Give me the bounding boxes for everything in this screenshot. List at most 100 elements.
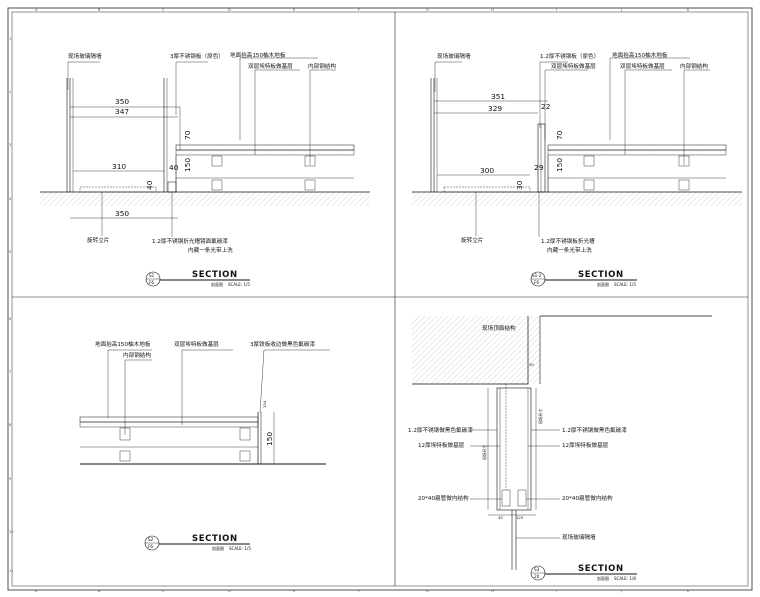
col-letter: A	[35, 8, 38, 12]
section-title: SECTION	[578, 270, 624, 280]
label-strip-note: 1.2厚不锈钢板折光槽	[541, 237, 595, 245]
section-tag-sheet: F6	[148, 544, 153, 549]
leader	[181, 349, 233, 425]
base-board	[79, 421, 259, 428]
label-glass-partition: 现场玻璃隔墙	[562, 533, 596, 541]
base-board	[175, 149, 355, 156]
section-scale: SCALE: 1/5	[228, 282, 250, 287]
label-floor-raise: 地面抬高150柚木地板	[95, 340, 151, 348]
col-letter: A	[35, 589, 38, 593]
col-letter: G	[426, 8, 429, 12]
section-scale: SCALE: 1/8	[614, 576, 636, 581]
dim-350-bottom: 350	[115, 209, 129, 218]
leader	[175, 61, 208, 115]
label-inner-steel: 内部钢结构	[123, 351, 151, 359]
dim-45: 45	[498, 515, 503, 520]
col-letter: I	[556, 8, 557, 12]
leader	[434, 61, 462, 92]
col-letter: F	[358, 8, 360, 12]
ground-hatch	[412, 192, 742, 206]
leader	[239, 57, 318, 140]
dim-70: 70	[183, 130, 192, 140]
row-number: 10	[9, 530, 14, 534]
base-board	[547, 149, 727, 156]
leader	[67, 61, 100, 90]
dim-150: 150	[555, 158, 564, 172]
col-letter: C	[162, 589, 165, 593]
steel-joist	[239, 450, 251, 462]
section-scale: SCALE: 1/5	[229, 546, 251, 551]
label-strip-note-2: 内藏一条光带上洗	[188, 246, 233, 254]
steel-joist	[119, 450, 131, 462]
section-tag-sheet: F6	[534, 280, 539, 285]
row-number: 6	[9, 317, 12, 321]
steel-joist	[211, 155, 223, 167]
label-steel-left: 1.2厚不锈钢做黑色氟碳漆	[408, 426, 473, 434]
row-number: 5	[9, 250, 11, 254]
label-steel-plate: 3厚不锈钢板（原色）	[170, 52, 224, 60]
steel-joist	[211, 179, 223, 191]
col-letter: H	[491, 8, 494, 12]
section-tag-number: S1	[149, 273, 155, 278]
dim-40-b: 40	[145, 180, 154, 190]
col-letter: E	[293, 589, 296, 593]
steel-joist	[304, 179, 316, 191]
row-number: 3	[9, 143, 11, 147]
floor-board	[547, 144, 727, 151]
col-letter: D	[228, 8, 231, 12]
section-tag-sheet: 20	[534, 574, 540, 579]
leader	[624, 69, 672, 155]
steel-tube	[517, 489, 527, 507]
light-slot	[167, 181, 177, 193]
row-number: 9	[9, 477, 12, 481]
col-letter: C	[162, 8, 165, 12]
dim-29: 29	[534, 163, 544, 172]
section-title: SECTION	[192, 270, 238, 280]
leader	[544, 69, 588, 140]
section-s1: 350 347 310 350 40 70 150 40 现场玻璃隔墙 3厚不锈…	[40, 51, 370, 287]
outer-frame	[7, 7, 753, 591]
site-dim-left: 现场尺寸	[482, 445, 487, 460]
light-trough	[443, 186, 531, 193]
row-number: 2	[9, 90, 11, 94]
dim-150: 150	[265, 432, 274, 446]
row-number: 11	[9, 569, 14, 573]
steel-column	[537, 123, 546, 193]
label-floor-raise: 地面抬高150柚木地板	[612, 51, 668, 59]
leader	[309, 69, 336, 165]
col-letter: J	[620, 8, 622, 12]
label-strip-note: 1.2厚不锈钢折光槽镜面氟碳漆	[152, 237, 228, 245]
label-tube-left: 20*40扁管做内结构	[418, 494, 469, 502]
inner-frame	[11, 11, 749, 587]
section-scale: SCALE: 1/5	[614, 282, 636, 287]
label-steel-right: 1.2厚不锈钢做黑色氟碳漆	[562, 426, 627, 434]
ground-hatch	[40, 192, 370, 206]
label-glass-partition: 现场玻璃隔墙	[68, 52, 102, 60]
ceiling-box	[496, 387, 532, 511]
label-rotating-fin: 旋转立片	[461, 236, 484, 244]
label-board-right: 12厚埃特板做基层	[562, 441, 609, 449]
label-rotating-fin: 旋转立片	[87, 236, 110, 244]
grid-ticks: A B C D E F G H I J K A B C D E F G H I …	[9, 8, 690, 593]
label-floor-raise: 地面抬高150柚木地板	[230, 51, 286, 59]
ceiling-outline	[412, 316, 529, 385]
label-inner-steel: 内部钢结构	[308, 62, 336, 70]
steel-joist	[678, 179, 690, 191]
label-inner-steel: 内部钢结构	[680, 62, 708, 70]
label-edge-trim: 3厚铁板收边做黑色氟碳漆	[250, 340, 315, 348]
label-double-base: 双层埃特板做基层	[248, 62, 293, 70]
steel-joist	[583, 155, 595, 167]
dim-351: 351	[491, 92, 505, 101]
col-letter: B	[98, 589, 101, 593]
leader	[259, 349, 330, 414]
section-tag-number: S1-2	[532, 273, 542, 278]
light-trough	[79, 186, 157, 193]
label-ceiling: 现场顶面结构	[482, 324, 516, 332]
section-tag-number: S3	[534, 567, 540, 572]
label-double-base: 双层埃特板做基层	[174, 340, 219, 348]
floor-board	[175, 144, 355, 151]
section-subtitle: 剖面图	[597, 281, 609, 287]
section-s1-2: 351 329 22 300 29 70 150 30 现场玻璃隔墙 1.2厚不…	[412, 51, 742, 287]
section-subtitle: 剖面图	[212, 545, 224, 551]
